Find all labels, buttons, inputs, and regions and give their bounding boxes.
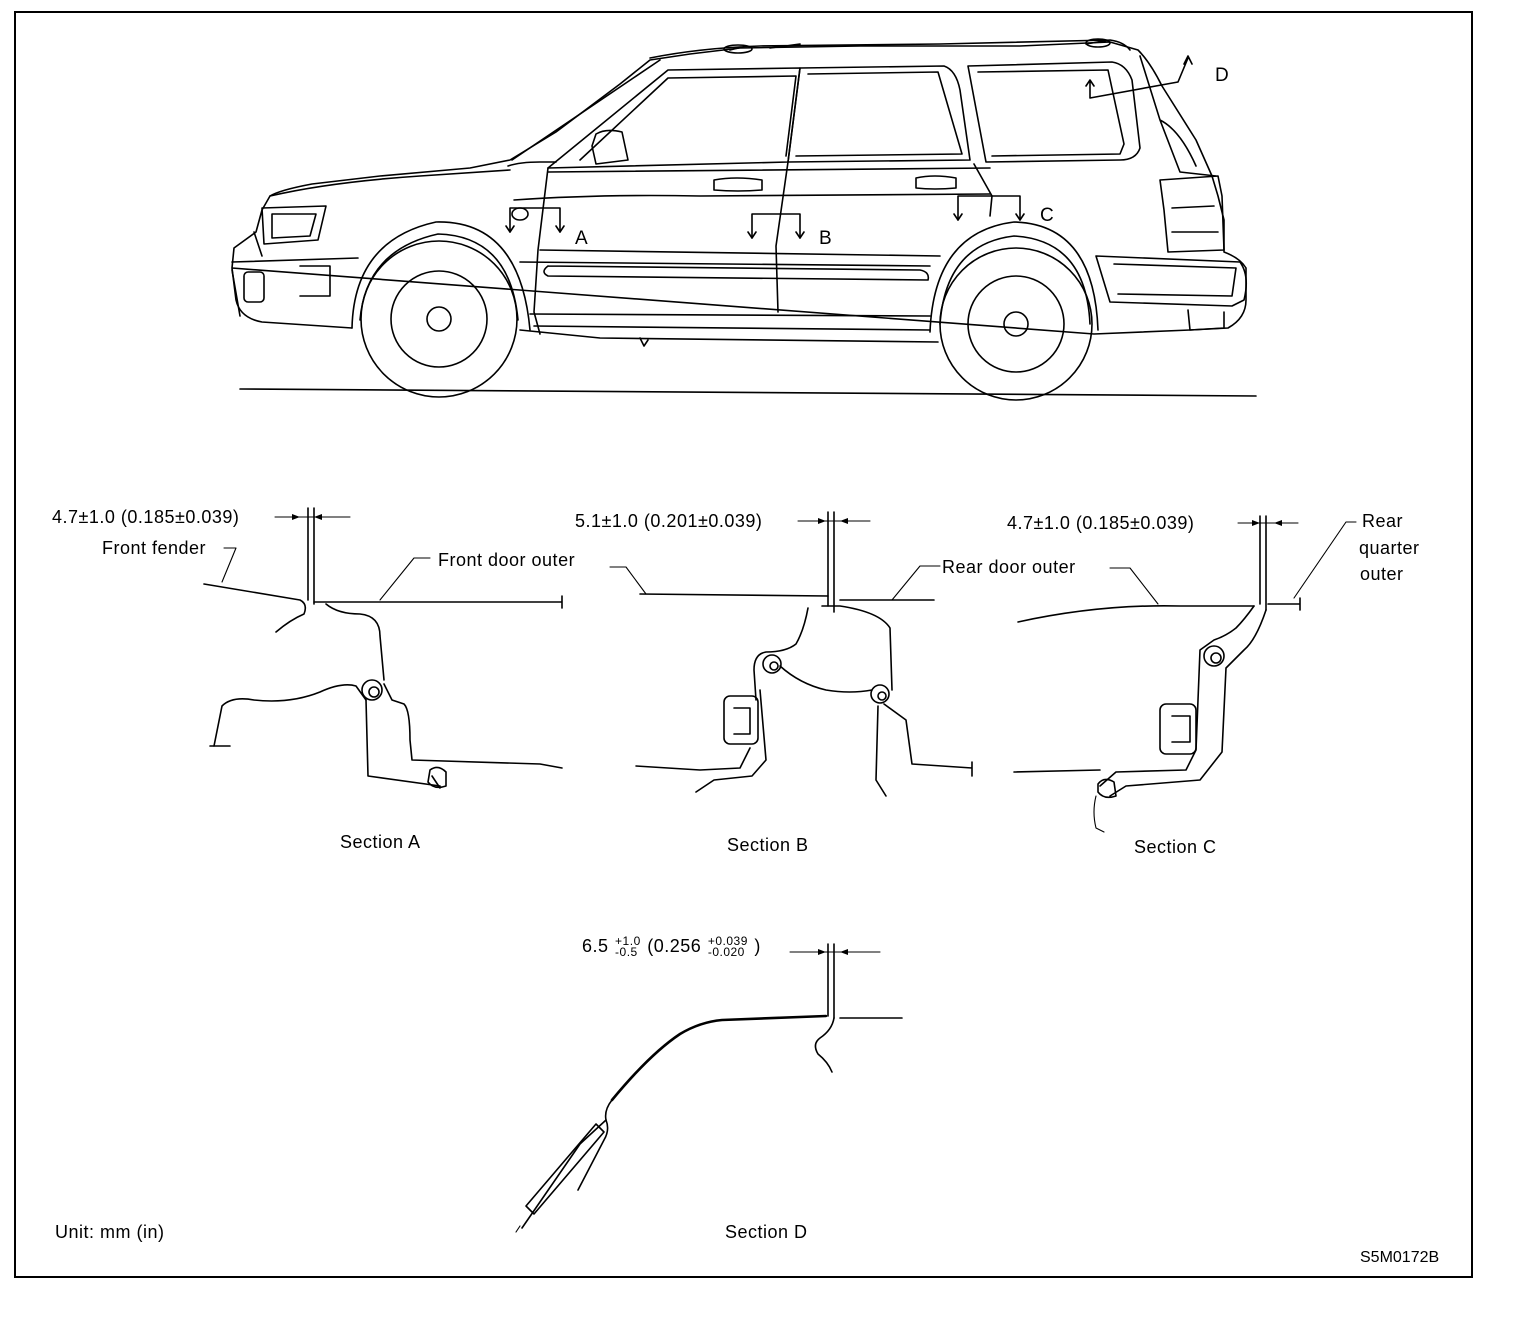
rear-quarter-outer-label-line2: quarter bbox=[1359, 538, 1420, 558]
section-d-dim-tolerance: +1.0 -0.5 bbox=[615, 934, 641, 959]
section-b-marker: B bbox=[819, 228, 832, 249]
section-d-dim-close: ) bbox=[754, 935, 761, 956]
car-side-view bbox=[231, 38, 1257, 401]
rear-wheel-tire bbox=[939, 247, 1093, 401]
section-d-inch-tolerance: +0.039 -0.020 bbox=[707, 934, 748, 959]
section-b-dimension: 5.1±1.0 (0.201±0.039) bbox=[575, 511, 763, 531]
section-d-dimension: 6.5 +1.0 -0.5 (0.256 +0.039 -0.020 ) bbox=[582, 934, 761, 959]
rear-quarter-outer-label-line1: Rear bbox=[1362, 511, 1404, 531]
front-fender-label: Front fender bbox=[102, 538, 207, 558]
front-wheel-tire bbox=[360, 240, 518, 398]
section-b-drawing bbox=[609, 511, 973, 797]
section-a-dimension: 4.7±1.0 (0.185±0.039) bbox=[52, 507, 240, 527]
section-a-marker: A bbox=[575, 228, 588, 249]
section-a-caption: Section A bbox=[340, 832, 421, 852]
rear-quarter-outer-label-line3: outer bbox=[1360, 564, 1404, 584]
section-c-caption: Section C bbox=[1134, 837, 1217, 857]
section-d-tol-minus: -0.5 bbox=[615, 945, 638, 959]
ground-line bbox=[239, 388, 1257, 397]
car-body-outline bbox=[231, 41, 1247, 343]
section-d-inch-tol-plus: +0.039 bbox=[707, 934, 748, 948]
section-c-marker: C bbox=[1040, 205, 1054, 226]
unit-note: Unit: mm (in) bbox=[55, 1222, 165, 1242]
section-d-tol-plus: +1.0 bbox=[615, 934, 641, 948]
section-d-marker: D bbox=[1215, 65, 1229, 86]
figure-code: S5M0172B bbox=[1360, 1249, 1440, 1266]
section-c-drawing bbox=[1013, 515, 1357, 833]
section-d-dim-inch-base: (0.256 bbox=[647, 935, 702, 956]
section-d-dim-base: 6.5 bbox=[582, 935, 609, 956]
section-b-caption: Section B bbox=[727, 835, 809, 855]
diagram-frame bbox=[14, 11, 1473, 1278]
front-door-outer-label: Front door outer bbox=[438, 550, 576, 570]
section-d-drawing bbox=[515, 943, 903, 1233]
section-cut-arrows bbox=[505, 55, 1193, 239]
section-c-dimension: 4.7±1.0 (0.185±0.039) bbox=[1007, 513, 1195, 533]
section-d-inch-tol-minus: -0.020 bbox=[707, 945, 745, 959]
section-a-drawing bbox=[203, 507, 563, 789]
section-d-caption: Section D bbox=[725, 1222, 808, 1242]
rear-door-outer-label: Rear door outer bbox=[942, 557, 1076, 577]
